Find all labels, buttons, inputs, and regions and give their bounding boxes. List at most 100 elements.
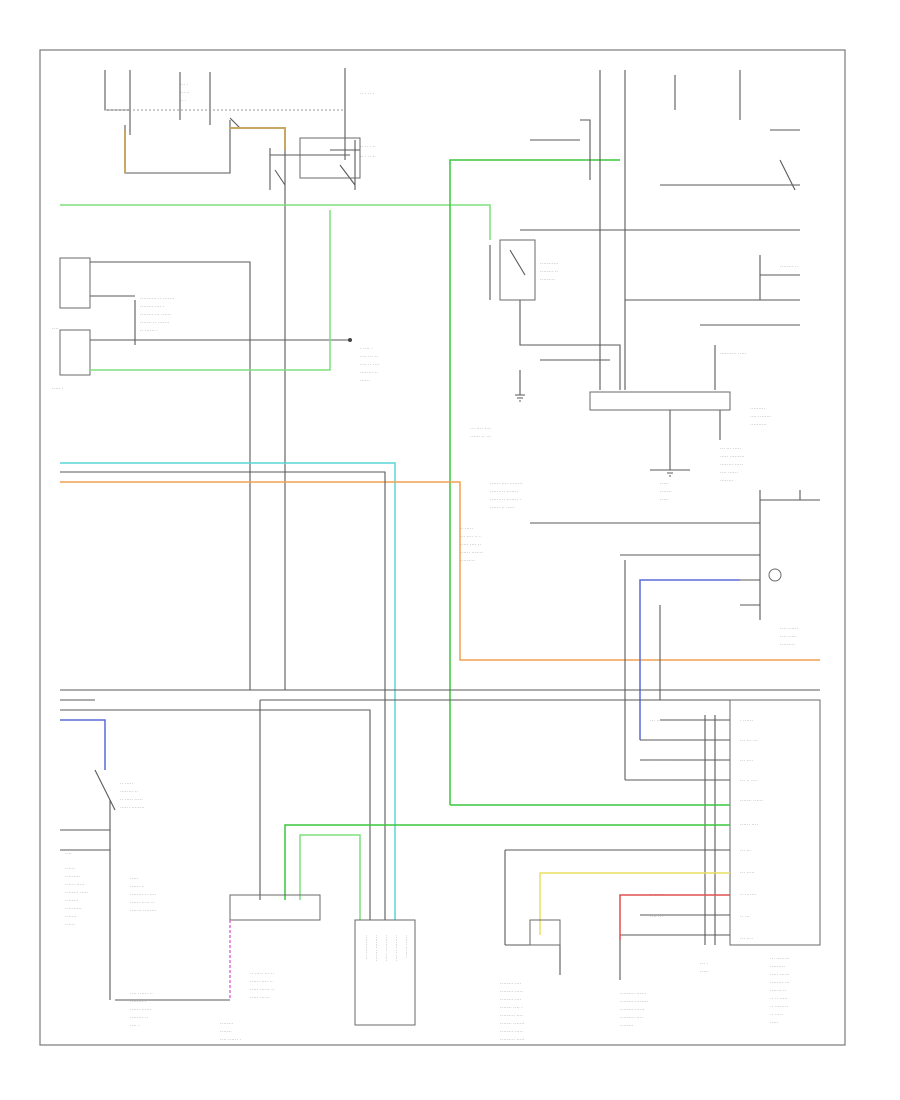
svg-text:·· · ·· ·: ·· · ·· ·: [360, 91, 374, 97]
svg-text:········: ········: [65, 898, 79, 904]
svg-text:·· ·····: ·· ·····: [770, 1012, 783, 1018]
svg-text:····: ····: [52, 326, 59, 332]
svg-text:·· ····· ·····: ·· ····· ·····: [120, 797, 143, 803]
svg-text:·····: ·····: [660, 497, 669, 503]
svg-text:·········: ·········: [780, 642, 795, 648]
wire-blue-left: [60, 719, 106, 770]
svg-text:·····: ·····: [660, 481, 669, 487]
svg-text:······ ·· ···: ······ ·· ···: [470, 434, 491, 440]
svg-text:·· ·· ·····: ·· ·· ·····: [770, 996, 788, 1002]
svg-text:··· ····: ··· ····: [740, 758, 753, 764]
svg-text:········ ·····: ········ ·····: [500, 989, 523, 995]
svg-text:·········: ·········: [540, 277, 555, 283]
bottom-center-sensor: ········ ···· ········ ····· ········ ··…: [500, 919, 648, 1043]
svg-text:··· ··· ···: ··· ··· ···: [740, 738, 758, 744]
svg-text:········ ··: ········ ··: [540, 269, 558, 275]
svg-text:··· ·····: ··· ·····: [740, 870, 755, 876]
svg-text:········ ··· ······: ········ ··· ······: [140, 312, 171, 318]
svg-text:······ ··: ······ ··: [130, 884, 145, 890]
svg-text:···· ······: ···· ······: [780, 626, 798, 632]
svg-text:···· ··· ···: ···· ··· ···: [650, 778, 670, 784]
wire-light-green-top: [60, 204, 491, 240]
svg-text:·········· ·····: ·········· ·····: [383, 935, 389, 962]
svg-text:········ ·· ····: ········ ·· ····: [130, 892, 156, 898]
svg-text:···· ········: ···· ········: [750, 414, 772, 420]
svg-text:········ ····: ········ ····: [500, 981, 522, 987]
diagram-frame: [39, 49, 846, 1046]
svg-text:··· ···· ·· ·: ··· ···· ·· ·: [460, 534, 481, 540]
middle-right-sensor: ······ ···· ········ ········· ······· ·…: [460, 481, 820, 700]
svg-text:······: ······: [65, 922, 75, 928]
svg-text:········· ····: ········· ····: [500, 1013, 523, 1019]
svg-text:····· ···· ··: ····· ···· ··: [460, 542, 481, 548]
svg-text:······· ······: ······· ······: [740, 798, 763, 804]
svg-text:·····: ·····: [130, 876, 139, 882]
svg-text:·········· ·····: ·········· ·····: [720, 351, 747, 357]
svg-text:····: ····: [65, 851, 72, 857]
svg-text:········· ·······: ········· ·······: [490, 489, 518, 495]
svg-text:·· ···: ·· ···: [740, 914, 750, 920]
svg-text:········· ·····: ········· ·····: [500, 1037, 525, 1043]
svg-text:·· ·····: ·· ·····: [120, 781, 133, 787]
wire-cyan: [60, 462, 396, 920]
svg-text:········ ··: ········ ··: [780, 264, 798, 270]
svg-text:·· ·······: ·· ·······: [740, 892, 757, 898]
svg-text:·· ·····: ·· ·····: [460, 526, 473, 532]
svg-text:········ ········: ········ ········: [620, 999, 648, 1005]
wire-tan: [124, 127, 286, 173]
svg-text:······· ·······: ······· ·······: [500, 1021, 525, 1027]
svg-text:···· ······ ·: ···· ······ ·: [220, 1037, 241, 1043]
wire-red: [619, 894, 730, 940]
svg-text:··· ····: ··· ····: [740, 936, 753, 942]
bottom-left-module: ·· ····· ········ ·· ·· ····· ····· ····…: [60, 769, 321, 1043]
svg-text:······ ······: ······ ······: [130, 1007, 152, 1013]
svg-text:········ ··: ········ ··: [120, 789, 138, 795]
svg-text:········ ·····: ········ ·····: [500, 1029, 523, 1035]
svg-text:········ ·: ········ ·: [130, 999, 147, 1005]
svg-text:···· ···: ···· ···: [650, 914, 663, 920]
svg-text:·· ·: ·· ·: [180, 98, 187, 104]
svg-text:··· ··: ··· ··: [180, 90, 190, 96]
svg-text:········ ····: ········ ····: [500, 997, 522, 1003]
svg-text:·· ····· ··· ··: ·· ····· ··· ··: [250, 971, 274, 977]
svg-text:·········· ·· ·······: ·········· ·· ·······: [140, 296, 175, 302]
svg-text:········ ·· ····: ········ ·· ····: [393, 935, 399, 961]
svg-text:········ ··: ········ ··: [130, 1015, 148, 1021]
wire-orange: [60, 481, 820, 661]
svg-text:···· ······ ··: ···· ······ ··: [130, 991, 153, 997]
svg-text:······ ········: ······ ········: [120, 805, 145, 811]
svg-text:··· ········: ··· ········: [770, 956, 790, 962]
svg-text:··· ·: ··· ·: [700, 961, 708, 967]
svg-text:····· ······ ··: ····· ······ ··: [250, 987, 275, 993]
left-relay-box: ·········· ·· ······· ········ ···· · ··…: [52, 257, 380, 690]
svg-text:··· ·: ··· ·: [180, 82, 188, 88]
svg-text:······· ··: ······· ··: [770, 988, 787, 994]
wire-light-green-bottom: [299, 834, 361, 920]
svg-text:······· ········: ······· ········: [130, 908, 157, 914]
svg-text:······ ·····: ······ ·····: [65, 882, 85, 888]
pcm-connector: · ······ ··· ··· ··· ··· ···· ··· ·· ···…: [504, 560, 821, 1026]
svg-text:········: ········: [720, 478, 734, 484]
svg-text:····· ·: ····· ·: [52, 386, 64, 392]
svg-text:·······: ·······: [65, 914, 77, 920]
svg-text:··········: ··········: [65, 906, 82, 912]
svg-text:·······: ·······: [660, 489, 672, 495]
svg-text:······ ····· ··: ······ ····· ··: [130, 900, 155, 906]
svg-text:······ ·······: ······ ·······: [403, 935, 409, 958]
svg-text:··· ·· ····: ··· ·· ····: [740, 778, 758, 784]
svg-text:····· ······: ····· ······: [770, 972, 790, 978]
svg-text:···· ·····: ···· ·····: [780, 634, 797, 640]
top-left-switch-cluster: ·· · ·· · ·· ·· · ·· ·· · ·· ·· ··· · ··…: [104, 68, 376, 690]
svg-text:··········· ···: ··········· ···: [363, 935, 369, 960]
svg-text:··· ··· ·····: ··· ··· ·····: [720, 446, 741, 452]
svg-text:··· ···: ··· ···: [740, 848, 752, 854]
svg-text:···· ······: ···· ······: [720, 470, 738, 476]
svg-text:···········: ···········: [540, 261, 559, 267]
svg-text:···· ·· ····: ···· ·· ····: [650, 758, 670, 764]
wire-green-bottom-1: [284, 824, 730, 900]
wire-light-green-left: [90, 210, 331, 371]
svg-text:········ ··: ········ ··: [360, 370, 378, 376]
svg-text:······ ····: ······ ····: [740, 822, 758, 828]
svg-text:········ ·····: ········ ·····: [65, 890, 88, 896]
svg-text:······· ·· ·······: ······· ·· ·······: [140, 320, 170, 326]
